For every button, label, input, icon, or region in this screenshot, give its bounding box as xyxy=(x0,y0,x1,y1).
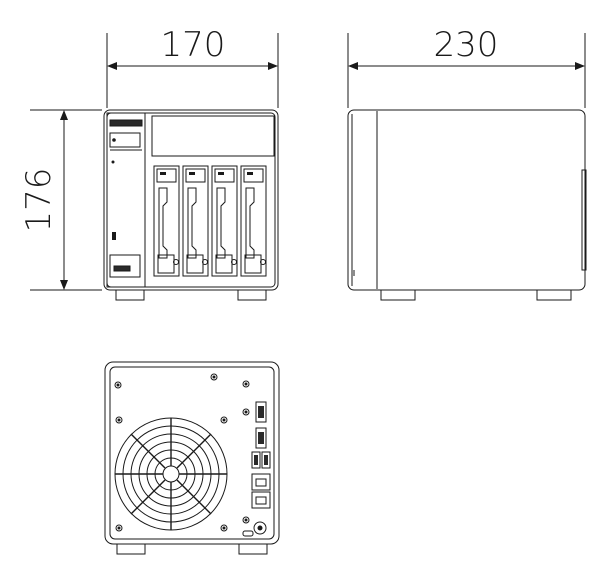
lan-port-1 xyxy=(251,473,271,491)
brand-logo xyxy=(109,119,143,127)
front-outer-shell xyxy=(103,109,279,291)
front-view xyxy=(103,109,279,301)
usb-copy-icon xyxy=(112,232,116,240)
rear-edge-detail xyxy=(581,169,587,271)
fan-grille xyxy=(114,417,228,531)
depth-label: 230 xyxy=(434,25,499,65)
height-dimension xyxy=(30,109,102,291)
drive-bay-4 xyxy=(240,165,267,277)
usb-slot xyxy=(113,265,131,272)
rear-view xyxy=(104,361,280,555)
hdmi-port-2 xyxy=(255,427,267,449)
drive-bay-1 xyxy=(153,165,180,277)
hdmi-port-1 xyxy=(255,401,267,423)
side-foot-front xyxy=(380,289,416,301)
side-outer-shell xyxy=(347,109,586,291)
kensington-lock xyxy=(242,530,254,537)
depth-dimension xyxy=(347,33,586,108)
drive-bays xyxy=(153,165,267,277)
rear-screws xyxy=(114,373,250,532)
power-jack xyxy=(253,521,267,535)
usb-copy-port xyxy=(109,254,141,278)
side-view xyxy=(347,109,587,301)
height-label: 176 xyxy=(19,168,59,233)
width-dimension xyxy=(106,33,279,108)
power-button xyxy=(109,132,141,148)
side-foot-rear xyxy=(536,289,572,301)
rear-foot-left xyxy=(116,543,146,555)
rear-foot-right xyxy=(238,543,268,555)
front-foot-right xyxy=(237,289,267,301)
power-icon xyxy=(112,138,116,142)
front-foot-left xyxy=(115,289,145,301)
front-control-panel xyxy=(106,112,146,288)
usb-port-2 xyxy=(261,451,271,469)
lan-port-2 xyxy=(251,491,271,509)
drive-bay-3 xyxy=(211,165,238,277)
width-label: 170 xyxy=(161,25,226,65)
drive-bay-2 xyxy=(182,165,209,277)
usb-port-1 xyxy=(251,451,261,469)
status-led-icon xyxy=(111,160,115,164)
